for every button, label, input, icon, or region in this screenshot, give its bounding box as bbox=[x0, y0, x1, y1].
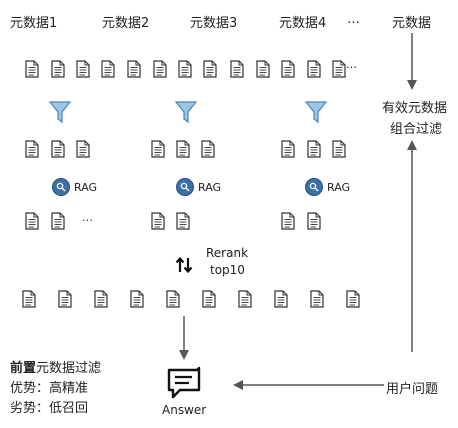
document-icon bbox=[130, 290, 144, 308]
document-icon bbox=[176, 140, 190, 158]
document-icon bbox=[151, 212, 165, 230]
valid-combo-line1: 有效元数据 bbox=[382, 101, 448, 116]
document-icon bbox=[176, 212, 190, 230]
doc-ellipsis-retrieved: … bbox=[82, 211, 93, 224]
rag-node-1: RAG bbox=[52, 178, 97, 196]
document-icon bbox=[203, 60, 217, 78]
document-icon bbox=[51, 140, 65, 158]
document-icon bbox=[58, 290, 72, 308]
filter-note: 前置元数据过滤 优势：高精准 劣势：低召回 bbox=[10, 359, 101, 419]
column-label-2: 元数据2 bbox=[102, 16, 150, 31]
rag-node-3: RAG bbox=[305, 178, 350, 196]
document-icon bbox=[281, 212, 295, 230]
document-icon bbox=[281, 140, 295, 158]
doc-row-ellipsis: … bbox=[346, 58, 357, 71]
document-icon bbox=[307, 140, 321, 158]
document-icon bbox=[310, 290, 324, 308]
rag-label: RAG bbox=[198, 180, 222, 194]
rerank-swap-icon bbox=[175, 256, 193, 274]
document-icon bbox=[101, 60, 115, 78]
document-icon bbox=[76, 140, 90, 158]
note-cons: 劣势：低召回 bbox=[10, 401, 89, 416]
document-icon bbox=[307, 212, 321, 230]
document-icon bbox=[281, 60, 295, 78]
filter-funnel-icon bbox=[174, 101, 198, 124]
rerank-label: Rerank bbox=[206, 246, 249, 260]
document-icon bbox=[178, 60, 192, 78]
document-icon bbox=[332, 140, 346, 158]
document-icon bbox=[76, 60, 90, 78]
answer-chat-icon bbox=[167, 366, 201, 399]
filter-funnel-icon bbox=[304, 101, 328, 124]
header-ellipsis: … bbox=[347, 12, 360, 27]
document-icon bbox=[51, 212, 65, 230]
document-icon bbox=[51, 60, 65, 78]
rag-label: RAG bbox=[74, 180, 98, 194]
document-icon bbox=[346, 290, 360, 308]
document-icon bbox=[25, 60, 39, 78]
column-label-4: 元数据4 bbox=[279, 16, 327, 31]
column-label-3: 元数据3 bbox=[190, 16, 238, 31]
rag-node-2: RAG bbox=[176, 178, 221, 196]
note-title-bold: 前置 bbox=[10, 361, 37, 376]
right-header-label: 元数据 bbox=[392, 16, 432, 31]
document-icon bbox=[307, 60, 321, 78]
valid-combo-line2: 组合过滤 bbox=[390, 122, 443, 137]
document-icon bbox=[166, 290, 180, 308]
document-icon bbox=[274, 290, 288, 308]
rag-search-icon bbox=[305, 178, 323, 196]
note-pros: 优势：高精准 bbox=[10, 381, 89, 396]
document-icon bbox=[25, 140, 39, 158]
document-icon bbox=[201, 140, 215, 158]
document-icon bbox=[230, 60, 244, 78]
rerank-topk-label: top10 bbox=[210, 263, 245, 277]
rag-label: RAG bbox=[327, 180, 351, 194]
note-title-rest: 元数据过滤 bbox=[36, 361, 102, 376]
document-icon bbox=[25, 212, 39, 230]
filter-funnel-icon bbox=[48, 101, 72, 124]
answer-label: Answer bbox=[162, 403, 207, 417]
document-icon bbox=[238, 290, 252, 308]
document-icon bbox=[332, 60, 346, 78]
note-title: 前置元数据过滤 bbox=[10, 359, 101, 379]
document-icon bbox=[256, 60, 270, 78]
document-icon bbox=[153, 60, 167, 78]
document-icon bbox=[22, 290, 36, 308]
rag-search-icon bbox=[176, 178, 194, 196]
document-icon bbox=[94, 290, 108, 308]
document-icon bbox=[151, 140, 165, 158]
document-icon bbox=[127, 60, 141, 78]
column-label-1: 元数据1 bbox=[10, 16, 58, 31]
rag-search-icon bbox=[52, 178, 70, 196]
document-icon bbox=[202, 290, 216, 308]
user-question-label: 用户问题 bbox=[386, 382, 439, 397]
